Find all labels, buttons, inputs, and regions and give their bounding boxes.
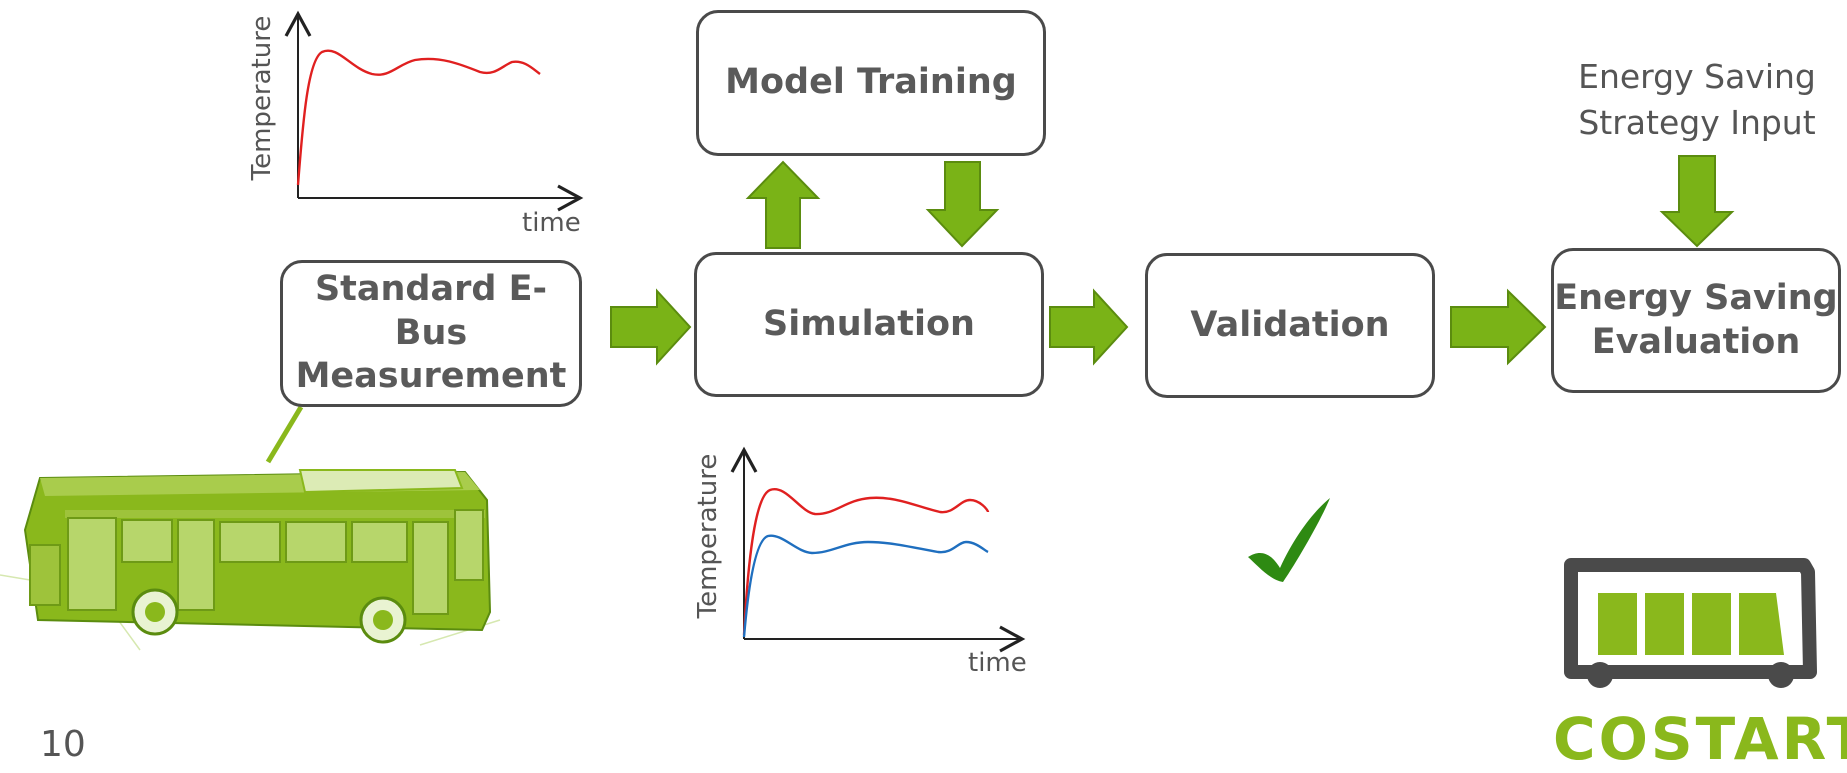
top-plot-ylabel: Temperature	[247, 15, 277, 181]
top-plot-red-curve	[296, 49, 541, 186]
bus-illustration	[0, 469, 501, 651]
bottom-plot-xlabel: time	[968, 648, 1027, 678]
node-model-training-label: Model Training	[725, 62, 1017, 103]
node-evaluation-label: Energy Saving Evaluation	[1554, 277, 1838, 362]
costart-logo-text: COSTART	[1553, 705, 1847, 773]
bottom-plot-ylabel: Temperature	[693, 453, 723, 619]
node-measurement-label: Standard E-Bus Measurement	[295, 268, 567, 397]
top-plot-xlabel: time	[522, 208, 581, 238]
bottom-plot-blue-curve	[742, 534, 989, 638]
costart-logo-icon	[1564, 558, 1817, 688]
node-simulation: Simulation	[694, 252, 1044, 397]
arrow-simulation-to-training	[745, 160, 821, 249]
validation-checkmark-icon	[1248, 498, 1330, 582]
top-temperature-plot	[284, 10, 584, 212]
arrow-validation-to-evaluation	[1450, 288, 1547, 366]
arrow-training-to-simulation	[925, 161, 1000, 248]
page-number: 10	[40, 724, 86, 765]
arrow-strategy-to-evaluation	[1659, 155, 1735, 248]
bottom-plot-red-curve	[742, 488, 990, 636]
node-model-training: Model Training	[696, 10, 1046, 156]
bus-roof-unit	[298, 469, 464, 494]
bus-connector-line	[265, 405, 304, 464]
node-validation: Validation	[1145, 253, 1435, 398]
strategy-input-label: Energy Saving Strategy Input	[1578, 57, 1816, 143]
node-simulation-label: Simulation	[763, 303, 975, 344]
node-energy-saving-evaluation: Energy Saving Evaluation	[1551, 248, 1841, 393]
node-validation-label: Validation	[1190, 304, 1390, 345]
arrow-measurement-to-simulation	[610, 288, 692, 366]
arrow-simulation-to-validation	[1049, 288, 1129, 366]
node-standard-ebus-measurement: Standard E-Bus Measurement	[280, 260, 582, 407]
bottom-temperature-plot	[730, 446, 1026, 653]
flow-arrows	[610, 155, 1735, 366]
